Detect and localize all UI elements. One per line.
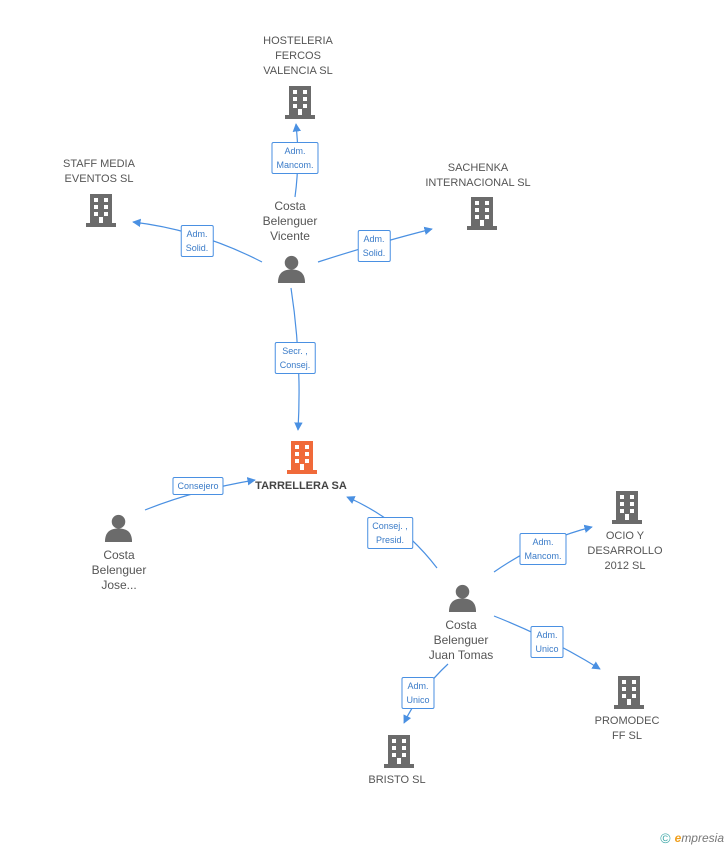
company-label-ocio[interactable]: OCIO Y DESARROLLO 2012 SL <box>587 530 663 572</box>
company-label-bristo[interactable]: BRISTO SL <box>368 774 426 786</box>
person-label-juan[interactable]: Costa Belenguer Juan Tomas <box>428 618 494 662</box>
company-label-tarrellera[interactable]: TARRELLERA SA <box>255 480 347 492</box>
role-badge-vicente-hosteleria: Adm. Mancom. <box>271 142 319 174</box>
role-badge-vicente-staff: Adm. Solid. <box>180 225 214 257</box>
role-badge-juan-bristo: Adm. Unico <box>401 677 435 709</box>
person-label-jose[interactable]: Costa Belenguer Jose... <box>91 548 147 592</box>
role-badge-vicente-sachenka: Adm. Solid. <box>357 230 391 262</box>
role-badge-juan-tarrellera: Consej. , Presid. <box>367 517 413 549</box>
company-label-staff-media[interactable]: STAFF MEDIA EVENTOS SL <box>63 158 135 185</box>
company-label-promodec[interactable]: PROMODEC FF SL <box>594 715 660 742</box>
role-badge-vicente-tarrellera: Secr. , Consej. <box>274 342 316 374</box>
role-badge-juan-ocio: Adm. Mancom. <box>519 533 567 565</box>
role-badge-juan-promodec: Adm. Unico <box>530 626 564 658</box>
brand-rest: mpresia <box>681 831 724 845</box>
empresia-logo[interactable]: © empresia <box>660 830 724 846</box>
company-label-hosteleria[interactable]: HOSTELERIA FERCOS VALENCIA SL <box>263 35 333 77</box>
company-label-sachenka[interactable]: SACHENKA INTERNACIONAL SL <box>425 162 531 189</box>
copyright-icon: © <box>660 830 671 846</box>
role-badge-jose-tarrellera: Consejero <box>172 477 224 495</box>
brand-initial: e <box>674 831 682 845</box>
person-label-vicente[interactable]: Costa Belenguer Vicente <box>262 199 318 243</box>
brand-name: empresia <box>675 831 724 845</box>
